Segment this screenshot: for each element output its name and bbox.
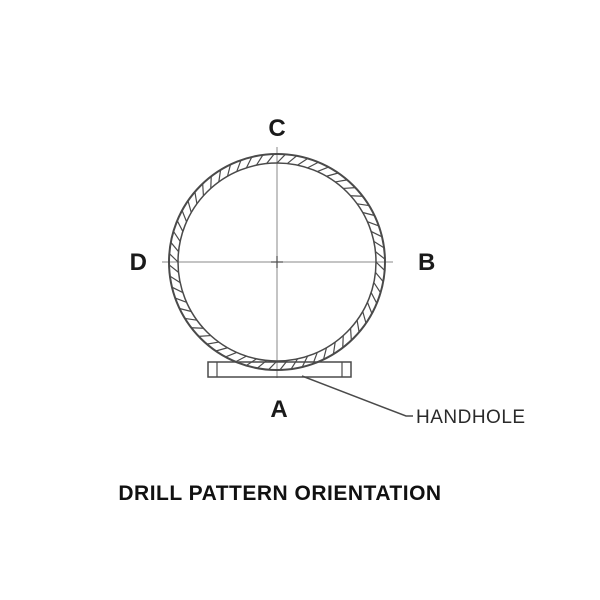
label-right-b: B <box>418 249 435 276</box>
hatch-tick <box>373 240 385 249</box>
hatch-tick <box>317 166 329 173</box>
hatch-tick <box>198 334 211 337</box>
pipe-outer-circle <box>168 153 386 371</box>
hatch-tick <box>307 161 319 169</box>
hatch-tick <box>215 347 228 352</box>
label-left-d: D <box>130 249 147 276</box>
hatch-tick <box>362 211 375 217</box>
handhole-rect <box>207 361 352 378</box>
hatch-tick <box>370 292 378 304</box>
pipe-inner-circle <box>177 162 377 362</box>
hatch-tick <box>375 251 386 260</box>
hatch-tick <box>181 210 188 222</box>
hatch-tick <box>170 241 180 253</box>
hatch-tick <box>375 261 386 271</box>
hatch-tick <box>236 159 242 172</box>
hatch-tick <box>366 302 373 314</box>
hatch-tick <box>184 317 197 321</box>
hatch-tick <box>174 297 187 303</box>
hatch-tick <box>290 358 299 370</box>
hatch-tick <box>335 179 348 183</box>
hatch-tick <box>349 328 352 341</box>
hatch-tick <box>194 191 198 204</box>
hatch-tick <box>266 153 275 164</box>
hatch-tick <box>322 347 328 360</box>
hatch-tick <box>176 220 184 232</box>
hatch-tick <box>187 200 192 213</box>
hatch-tick <box>218 169 222 182</box>
hatch-tick <box>373 282 382 294</box>
handhole-callout-label: HANDHOLE <box>416 407 526 428</box>
handhole-leader-line <box>301 375 413 417</box>
hatch-tick <box>326 172 339 177</box>
hatch-tick <box>276 153 286 164</box>
hatch-tick <box>179 307 192 313</box>
hatch-tick <box>370 230 383 238</box>
hatch-tick <box>171 286 184 294</box>
hatch-tick <box>202 183 205 196</box>
hatch-tick <box>172 230 181 242</box>
hatch-tick <box>286 155 298 165</box>
hatch-tick <box>225 351 237 358</box>
hatch-tick <box>255 154 264 166</box>
figure-title: DRILL PATTERN ORIENTATION <box>118 482 441 505</box>
label-bottom-a: A <box>270 396 287 423</box>
hatch-tick <box>235 355 247 363</box>
hatch-tick <box>343 187 356 190</box>
hatch-tick <box>168 264 179 273</box>
hatch-tick <box>367 221 380 227</box>
hatch-tick <box>226 164 232 177</box>
hatch-tick <box>357 203 370 207</box>
hatch-tick <box>169 275 181 284</box>
hatch-tick <box>374 271 384 283</box>
label-top-c: C <box>268 115 285 142</box>
hatch-tick <box>362 311 367 324</box>
pipe-wall-hatch <box>168 153 386 371</box>
hatch-tick <box>206 341 219 345</box>
hatch-tick <box>332 342 336 355</box>
hatch-tick <box>245 156 253 169</box>
hatch-tick <box>297 157 309 166</box>
hatch-tick <box>168 253 179 263</box>
hatch-tick <box>356 320 360 333</box>
